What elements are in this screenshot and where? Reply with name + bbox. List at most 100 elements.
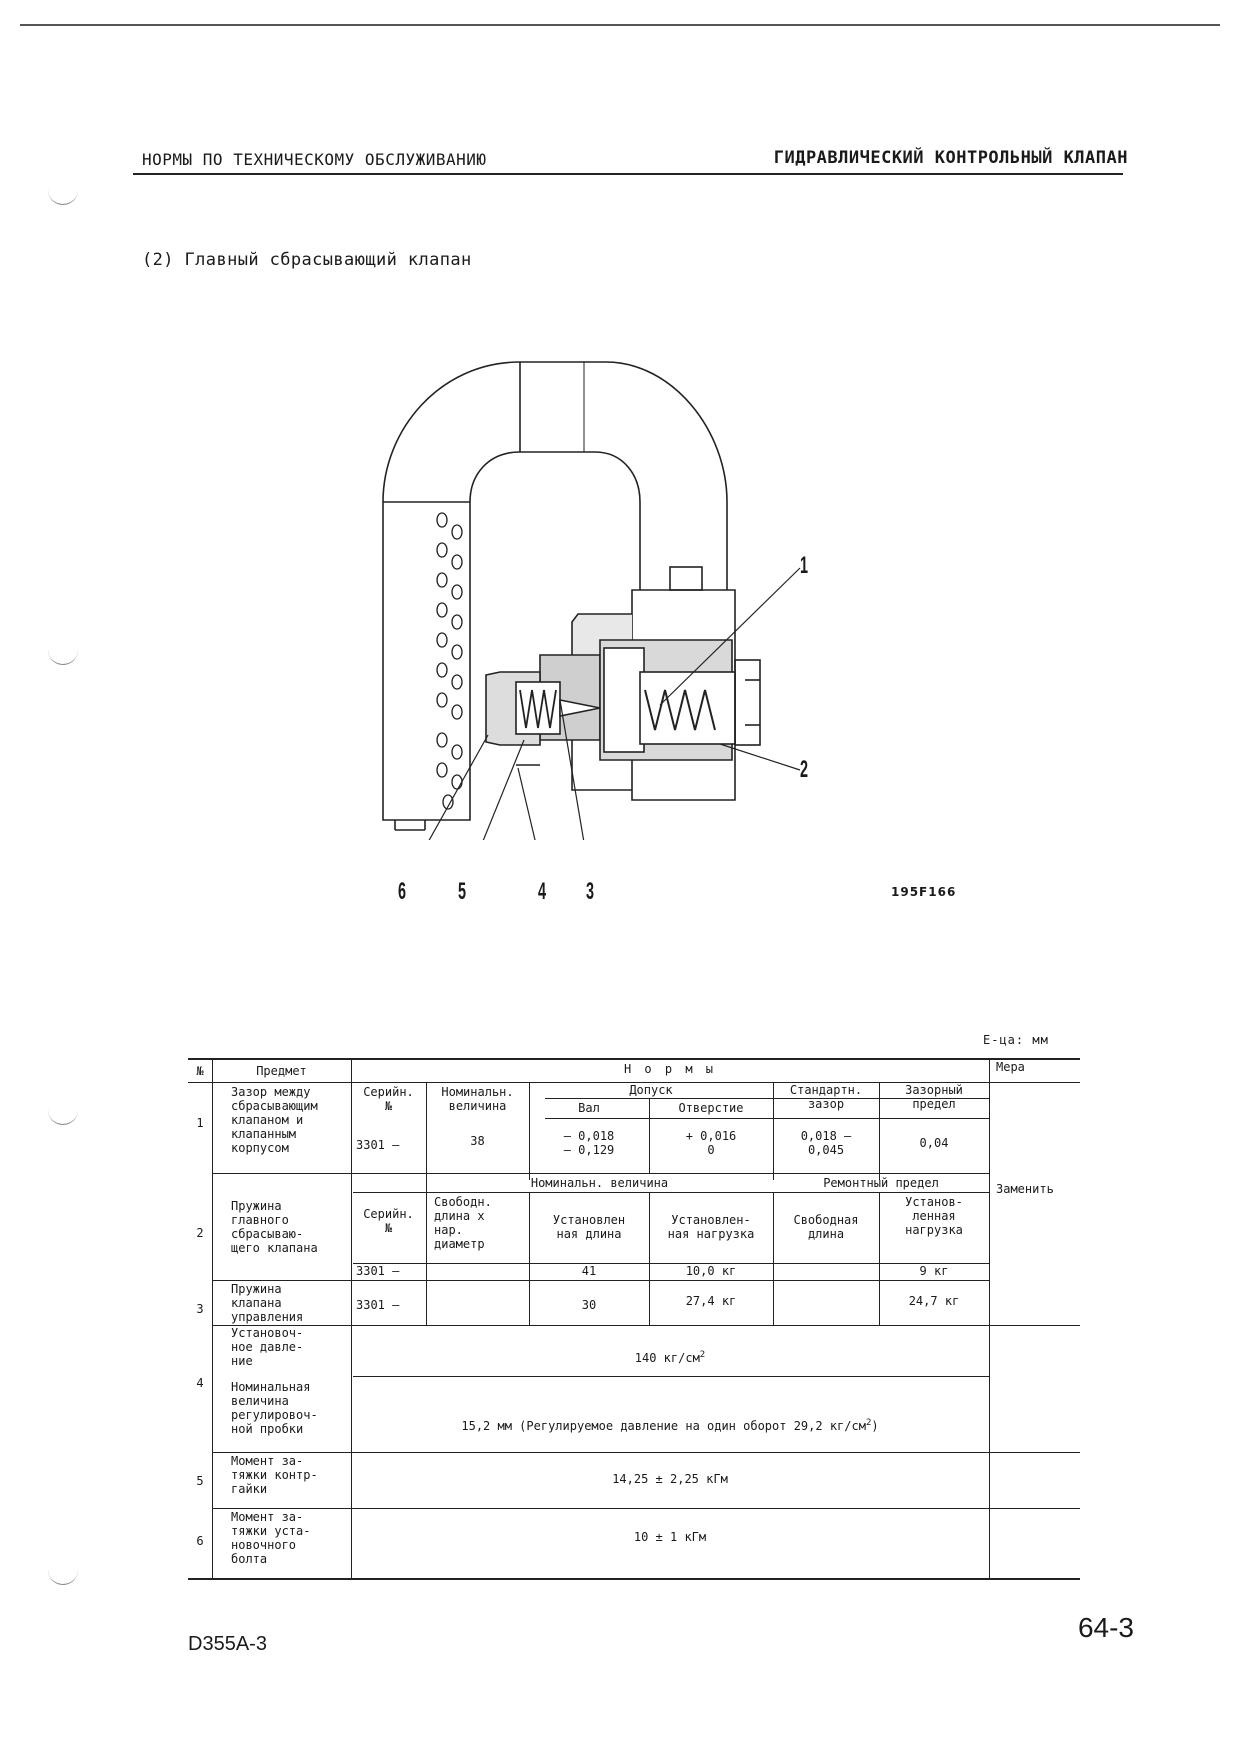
table-rule	[529, 1082, 530, 1180]
row1-std-header: Стандартн. зазор	[789, 1083, 863, 1111]
row4-item-plug: Номинальная величина регулировоч- ной пр…	[231, 1380, 318, 1436]
row6-value: 10 ± 1 кГм	[633, 1530, 707, 1544]
callout-3: 3	[586, 878, 595, 905]
unit-label: Е-ца: мм	[983, 1033, 1049, 1047]
row2-free-len-limit-header: Свободная длина	[793, 1213, 859, 1241]
row2-serial: 3301 –	[356, 1264, 400, 1278]
callout-1: 1	[800, 552, 809, 579]
row4-plug-value-text: 15,2 мм (Регулируемое давление на один о…	[461, 1419, 866, 1433]
punch-hole-mark	[48, 190, 78, 205]
row4-plug-value: 15,2 мм (Регулируемое давление на один о…	[351, 1416, 989, 1433]
row6-item: Момент за- тяжки уста- новочного болта	[231, 1510, 311, 1566]
col-header-item: Предмет	[256, 1064, 307, 1078]
row1-nominal: 38	[470, 1134, 485, 1148]
callout-4: 4	[538, 878, 547, 905]
row2-load-limit-header: Установ- ленная нагрузка	[905, 1195, 963, 1237]
row1-serial-header: Серийн. №	[363, 1085, 414, 1113]
row1-shaft-header: Вал	[578, 1101, 600, 1115]
table-rule	[353, 1263, 989, 1264]
scan-top-edge	[20, 24, 1220, 26]
table-rule	[545, 1098, 989, 1099]
table-rule	[773, 1082, 774, 1180]
row1-std-clearance: 0,018 – 0,045	[800, 1129, 852, 1157]
row1-serial: 3301 –	[356, 1138, 400, 1152]
table-rule	[212, 1173, 989, 1174]
row4-plug-value-end: )	[871, 1419, 879, 1433]
row2-installed-load-header: Установлен- ная нагрузка	[667, 1213, 755, 1241]
header-rule	[133, 173, 1123, 175]
footer-model: D355A-3	[188, 1633, 267, 1655]
table-rule	[188, 1058, 1080, 1060]
table-rule	[188, 1082, 1080, 1083]
header-right-title: ГИДРАВЛИЧЕСКИЙ КОНТРОЛЬНЫЙ КЛАПАН	[773, 148, 1128, 168]
row2-installed-length-header: Установлен ная длина	[552, 1213, 626, 1241]
table-rule	[879, 1192, 880, 1325]
row1-hole: + 0,016 0	[685, 1129, 737, 1157]
row5-value: 14,25 ± 2,25 кГм	[612, 1472, 728, 1486]
row4-set-pressure-sup: 2	[699, 1350, 706, 1360]
row1-hole-header: Отверстие	[678, 1101, 744, 1115]
callout-6: 6	[398, 878, 407, 905]
punch-hole-mark	[48, 1110, 78, 1125]
table-rule	[212, 1325, 1080, 1326]
figure-code: 195F166	[891, 885, 957, 899]
table-rule	[353, 1376, 989, 1377]
row1-item: Зазор между сбрасывающим клапаном и клап…	[231, 1085, 318, 1155]
row4-item-pressure: Установоч- ное давле- ние	[231, 1326, 304, 1368]
table-rule	[212, 1508, 1080, 1509]
table-rule	[212, 1280, 989, 1281]
row4-set-pressure-text: 140 кг/см	[634, 1351, 700, 1365]
row5-item: Момент за- тяжки контр- гайки	[231, 1454, 318, 1496]
col-header-no: №	[196, 1064, 204, 1078]
punch-hole-mark	[48, 1570, 78, 1585]
row2-installed-load: 10,0 кг	[685, 1264, 737, 1278]
table-rule	[545, 1118, 989, 1119]
table-rule	[529, 1192, 530, 1325]
col-header-measure: Мера	[996, 1060, 1025, 1074]
header-left-title: НОРМЫ ПО ТЕХНИЧЕСКОМУ ОБСЛУЖИВАНИЮ	[142, 150, 487, 169]
col-header-norms: Н о р м ы	[623, 1062, 717, 1076]
table-rule	[879, 1082, 880, 1180]
table-rule	[212, 1058, 213, 1580]
row5-no: 5	[196, 1474, 204, 1488]
punch-hole-mark	[48, 650, 78, 665]
row4-no: 4	[196, 1376, 204, 1390]
table-rule	[989, 1058, 990, 1580]
valve-cross-section-drawing	[382, 361, 801, 840]
row1-no: 1	[196, 1116, 204, 1130]
footer-page-number: 64-3	[1077, 1612, 1134, 1643]
row2-load-limit: 9 кг	[919, 1264, 949, 1278]
callout-5: 5	[458, 878, 467, 905]
measure-replace: Заменить	[996, 1182, 1054, 1196]
row2-nominal-header: Номинальн. величина	[530, 1176, 669, 1190]
row2-item: Пружина главного сбрасываю- щего клапана	[231, 1199, 318, 1255]
row3-load-limit: 24,7 кг	[908, 1294, 960, 1308]
row3-no: 3	[196, 1302, 204, 1316]
table-rule	[649, 1098, 650, 1173]
row3-installed-length: 30	[581, 1298, 597, 1312]
table-rule	[773, 1192, 774, 1325]
row3-serial: 3301 –	[356, 1298, 400, 1312]
row3-installed-load: 27,4 кг	[685, 1294, 737, 1308]
row2-installed-length: 41	[581, 1264, 597, 1278]
row1-shaft: – 0,018 – 0,129	[563, 1129, 615, 1157]
row1-tolerance-header: Допуск	[629, 1083, 673, 1097]
table-rule	[351, 1058, 352, 1580]
row1-clearance-limit: 0,04	[919, 1136, 949, 1150]
row4-set-pressure: 140 кг/см2	[351, 1348, 989, 1365]
callout-2: 2	[800, 756, 809, 783]
row1-nominal-header: Номинальн. величина	[441, 1085, 514, 1113]
row1-clear-header: Зазорный предел	[905, 1083, 963, 1111]
row3-item: Пружина клапана управления	[231, 1282, 304, 1324]
row2-serial-header: Серийн. №	[363, 1207, 414, 1235]
row2-no: 2	[196, 1226, 204, 1240]
row6-no: 6	[196, 1534, 204, 1548]
table-rule	[212, 1452, 1080, 1453]
table-rule	[188, 1578, 1080, 1580]
row2-free-length-header: Свободн. длина х нар. диаметр	[434, 1195, 492, 1251]
table-rule	[353, 1192, 989, 1193]
section-title: (2) Главный сбрасывающий клапан	[142, 250, 472, 270]
table-rule	[649, 1192, 650, 1325]
specifications-table: № Предмет Н о р м ы Мера 1 Зазор между с…	[188, 1058, 1080, 1580]
row2-repair-header: Ремонтный предел	[823, 1176, 939, 1190]
